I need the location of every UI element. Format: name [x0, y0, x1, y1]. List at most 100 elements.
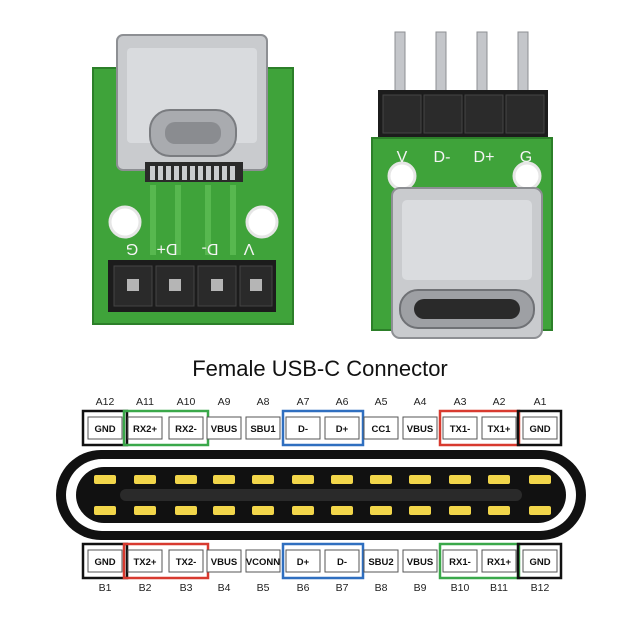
bottom_row-pin-box-11: [522, 549, 558, 573]
top-data-group: [281, 409, 365, 447]
top_row-pin-label-3: VBUS: [211, 424, 237, 435]
top-contact-pad-2: [175, 475, 197, 484]
top_row-pin-box-9: [442, 416, 478, 440]
top-contact-pad-9: [449, 475, 471, 484]
usbc-pinout-diagram: GNDA12RX2+A11RX2-A10VBUSA9SBU1A8D-A7D+A6…: [56, 396, 586, 594]
top_row-pin-label-9: TX1-: [450, 424, 471, 435]
bottom_row-pin-box-1: [127, 549, 163, 573]
top-contact-pad-3: [213, 475, 235, 484]
top_row-pin-label-2: RX2-: [175, 424, 197, 435]
bottom_row-pin-box-5: [285, 549, 321, 573]
bottom-contact-pad-8: [409, 506, 431, 515]
bottom-contact-pad-4: [252, 506, 274, 515]
top_row-pin-box-8: [402, 416, 438, 440]
right-breakout-board: V D- D+ G: [371, 31, 553, 339]
top_row-pin-number-9: A3: [454, 396, 467, 408]
right-silk-label-1: D-: [434, 149, 451, 166]
bottom_row-pin-label-0: GND: [94, 557, 115, 568]
top_row-pin-number-11: A1: [534, 396, 547, 408]
diagram-title: Female USB-C Connector: [192, 356, 448, 381]
top_row-pin-label-6: D+: [336, 424, 349, 435]
bottom_row-pin-number-7: B8: [375, 582, 388, 594]
bottom_row-pin-box-7: [363, 549, 399, 573]
bottom_row-pin-box-3: [206, 549, 242, 573]
bottom_row-pin-number-9: B10: [451, 582, 470, 594]
bottom_row-pin-label-10: RX1+: [487, 557, 511, 568]
bottom-contact-pad-9: [449, 506, 471, 515]
bottom_row-pin-box-8: [402, 549, 438, 573]
top-contact-pad-4: [252, 475, 274, 484]
top_row-pin-box-2: [168, 416, 204, 440]
top_row-pin-number-5: A7: [297, 396, 310, 408]
bottom-contact-pad-1: [134, 506, 156, 515]
top-gnd-group-right: [516, 409, 563, 447]
bottom-gnd-group-right: [516, 542, 563, 580]
top-contact-pad-7: [370, 475, 392, 484]
bottom_row-pin-box-4: [245, 549, 281, 573]
bottom_row-pin-number-0: B1: [99, 582, 112, 594]
right-silk-label-2: D+: [474, 149, 495, 166]
top_row-pin-label-10: TX1+: [488, 424, 511, 435]
bottom_row-pin-number-10: B11: [490, 582, 508, 594]
bottom-contact-pads: [94, 506, 551, 515]
bottom_row-pin-number-8: B9: [414, 582, 427, 594]
bottom-contact-pad-7: [370, 506, 392, 515]
top-contact-pad-8: [409, 475, 431, 484]
top-gnd-group-left: [81, 409, 129, 447]
top_row-pin-box-6: [324, 416, 360, 440]
top_row-pin-number-4: A8: [257, 396, 270, 408]
left-silk-label-0: G: [126, 240, 138, 257]
top_row-pin-number-7: A5: [375, 396, 388, 408]
bottom_row-pin-number-2: B3: [180, 582, 193, 594]
top_row-pin-number-8: A4: [414, 396, 427, 408]
left-silk-label-3: V: [243, 240, 254, 257]
breakout-boards-photo: G D+ D- V V D- D+ G: [92, 31, 553, 339]
connector-body: [56, 450, 586, 540]
bottom_row-pin-label-2: TX2-: [176, 557, 197, 568]
top_row-pin-box-0: [87, 416, 123, 440]
bottom_row-pin-number-11: B12: [531, 582, 550, 594]
bottom-contact-pad-5: [292, 506, 314, 515]
right-silk-label-0: V: [397, 149, 408, 166]
top_row-pin-label-5: D-: [298, 424, 308, 435]
bottom_row-pin-box-0: [87, 549, 123, 573]
top_row-pin-number-6: A6: [336, 396, 349, 408]
left-silk-label-2: D-: [202, 240, 219, 257]
bottom_row-pin-label-1: TX2+: [134, 557, 157, 568]
top_row-pin-box-4: [245, 416, 281, 440]
top_row-pin-box-5: [285, 416, 321, 440]
top_row-pin-label-1: RX2+: [133, 424, 157, 435]
top_row-pin-label-8: VBUS: [407, 424, 433, 435]
top-contact-pad-5: [292, 475, 314, 484]
top-contact-pad-1: [134, 475, 156, 484]
left-silk-label-1: D+: [157, 240, 178, 257]
top_row-pin-number-0: A12: [96, 396, 115, 408]
bottom-contact-pad-10: [488, 506, 510, 515]
bottom_row-pin-label-8: VBUS: [407, 557, 433, 568]
top_row-pin-box-1: [127, 416, 163, 440]
bottom_row-pin-label-4: VCONN: [246, 557, 280, 568]
bottom_row-pin-box-6: [324, 549, 360, 573]
top_row-pin-number-1: A11: [136, 396, 154, 408]
right-silk-label-3: G: [520, 149, 532, 166]
bottom_row-pin-number-5: B6: [297, 582, 310, 594]
top-contact-pad-10: [488, 475, 510, 484]
bottom_row-pin-number-4: B5: [257, 582, 270, 594]
bottom_row-pin-label-5: D+: [297, 557, 310, 568]
top-contact-pad-6: [331, 475, 353, 484]
bottom_row-pin-label-6: D-: [337, 557, 347, 568]
bottom_row-pin-label-3: VBUS: [211, 557, 237, 568]
top_row-pin-number-3: A9: [218, 396, 231, 408]
top_row-pin-number-10: A2: [493, 396, 506, 408]
top_row-pin-label-7: CC1: [371, 424, 391, 435]
bottom-contact-pad-11: [529, 506, 551, 515]
bottom_row-pin-number-1: B2: [139, 582, 152, 594]
bottom-contact-pad-0: [94, 506, 116, 515]
top_row-pin-label-4: SBU1: [250, 424, 276, 435]
bottom-pin-row: GNDB1TX2+B2TX2-B3VBUSB4VCONNB5D+B6D-B7SB…: [87, 549, 558, 594]
bottom_row-pin-number-3: B4: [218, 582, 231, 594]
bottom_row-pin-box-9: [442, 549, 478, 573]
bottom-contact-pad-2: [175, 506, 197, 515]
left-pin-header: [108, 260, 276, 312]
bottom-contact-pad-3: [213, 506, 235, 515]
